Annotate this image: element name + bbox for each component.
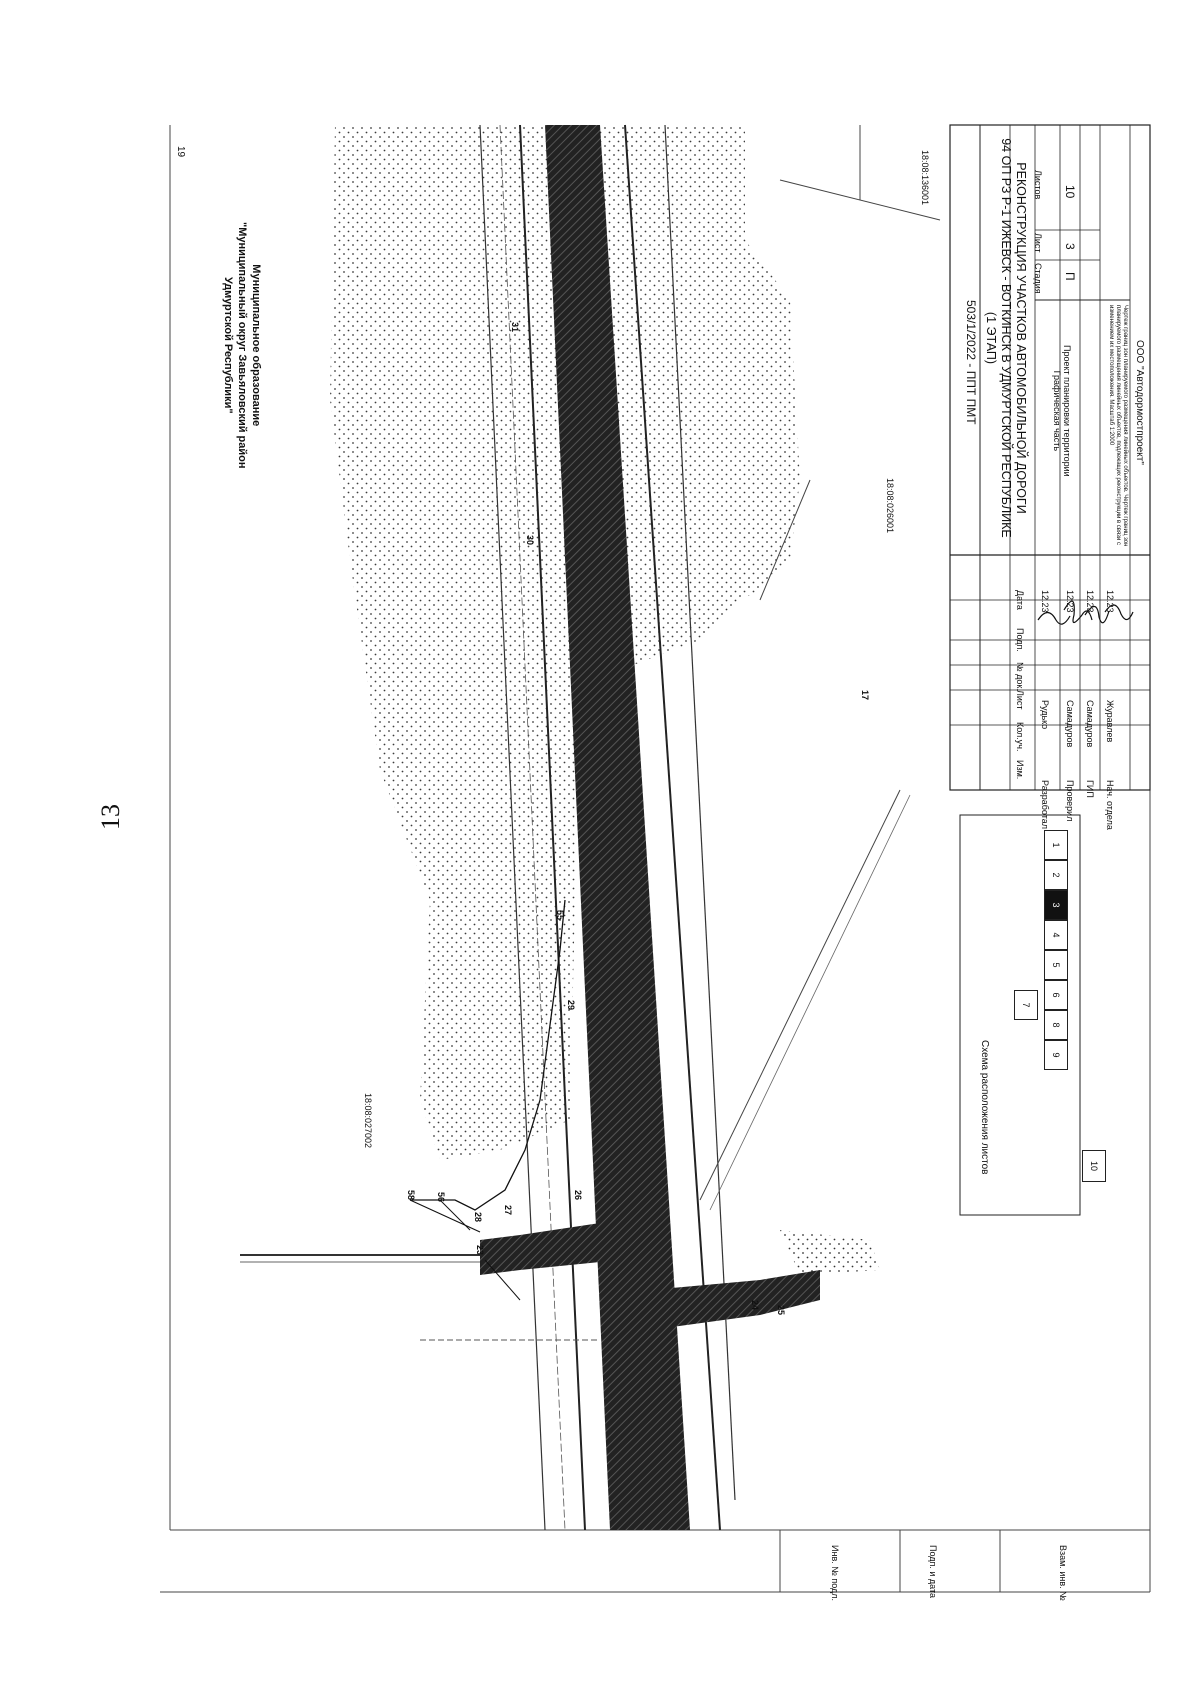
point-label: 55 xyxy=(555,910,565,921)
stamp-role: Разработал xyxy=(1040,780,1050,829)
utility-line-1 xyxy=(699,789,901,1201)
corner-boundary-2 xyxy=(779,179,941,221)
point-label: 29 xyxy=(566,1000,576,1011)
municipality-header: Муниципальное образование "Муниципальный… xyxy=(221,222,263,469)
object-title-line3: (1 ЭТАП) xyxy=(984,311,998,365)
forest-area-upper xyxy=(330,125,800,1160)
doc-subtitle: Графическая часть xyxy=(1052,370,1062,452)
object-title-line1: РЕКОНСТРУКЦИЯ УЧАСТКОВ АВТОМОБИЛЬНОЙ ДОР… xyxy=(1014,162,1028,514)
doc-title: Проект планировки территории xyxy=(1062,345,1072,477)
stamp-name: Рудько xyxy=(1040,700,1050,730)
stamp-role: Нач. отдела xyxy=(1105,780,1115,830)
binding-label: Инв. № подл. xyxy=(830,1545,840,1602)
road-zone-left xyxy=(479,124,546,1531)
scheme-grid: 1 2 3 4 5 6 8 9 7 10 xyxy=(988,830,1106,1190)
point-label: 26 xyxy=(573,1190,583,1201)
point-label: 27 xyxy=(503,1205,513,1216)
stage-label: Стадия xyxy=(1033,263,1043,294)
scheme-cell-10: 10 xyxy=(1082,1150,1106,1182)
scheme-cell-4: 4 xyxy=(1044,920,1068,950)
object-title: РЕКОНСТРУКЦИЯ УЧАСТКОВ АВТОМОБИЛЬНОЙ ДОР… xyxy=(983,133,1028,543)
stage-value: П xyxy=(1063,272,1077,281)
scheme-cell-2: 2 xyxy=(1044,860,1068,890)
planning-boundary xyxy=(410,899,566,1211)
doc-title-block: Проект планировки территории Графическая… xyxy=(1052,345,1072,477)
road-zone-outer xyxy=(499,124,566,1531)
stamp-role: Проверил xyxy=(1065,780,1075,822)
stamp-date: 12.23 xyxy=(1065,590,1075,613)
leader-56 xyxy=(439,1199,471,1231)
side-road-left xyxy=(480,1220,620,1275)
stamp-col-doc: № док. xyxy=(1015,662,1025,691)
sheets-label: Листов xyxy=(1033,170,1043,200)
signature-1 xyxy=(1037,611,1071,625)
scheme-cell-7: 7 xyxy=(1014,990,1038,1020)
stamp-date: 12.23 xyxy=(1040,590,1050,613)
stamp-date: 12.23 xyxy=(1105,590,1115,613)
scheme-cell-3-current: 3 xyxy=(1044,890,1068,920)
stamp-col-date: Дата xyxy=(1015,590,1025,610)
stamp-col-list: Лист xyxy=(1015,690,1025,710)
scheme-frame xyxy=(959,814,1081,1216)
stamp-date: 12.23 xyxy=(1085,590,1095,613)
binding-label: Взам. инв. № xyxy=(1058,1545,1068,1601)
object-title-line2: 94 ОП РЗ Р-1 ИЖЕВСК - ВОТКИНСК В УДМУРТС… xyxy=(999,138,1013,538)
road-carriageway xyxy=(545,125,690,1530)
drawing-description: Чертеж границ зон планируемого размещени… xyxy=(1108,305,1128,547)
stamp-role: ГИП xyxy=(1085,780,1095,798)
stamp-name: Журавлев xyxy=(1105,700,1115,743)
signature-3 xyxy=(1084,605,1110,624)
scheme-cell-8: 8 xyxy=(1044,1010,1068,1040)
utility-line-3 xyxy=(759,479,811,601)
scheme-cell-6: 6 xyxy=(1044,980,1068,1010)
point-label: 58 xyxy=(406,1190,416,1201)
scheme-cell-9: 9 xyxy=(1044,1040,1068,1070)
cadastral-label: 18:08:027002 xyxy=(363,1093,373,1149)
cadastral-label: 18:08:026001 xyxy=(885,478,895,534)
sheet-label: Лист xyxy=(1033,233,1043,253)
point-label: 56 xyxy=(436,1192,446,1203)
sheets-value: 10 xyxy=(1063,185,1077,199)
municipality-line2: "Муниципальный округ Завьяловский район xyxy=(236,222,248,469)
stamp-col-kol: Кол.уч. xyxy=(1015,722,1025,752)
signature-4 xyxy=(1104,604,1134,621)
stamp-name: Самадуров xyxy=(1085,700,1095,748)
point-label: 24 xyxy=(750,1300,760,1311)
scheme-cell-5: 5 xyxy=(1044,950,1068,980)
sheet-value: 3 xyxy=(1063,243,1077,250)
road-edge-left xyxy=(519,124,586,1531)
cadastral-label: 18:08:136001 xyxy=(920,150,930,206)
stamp-col-izm: Изм. xyxy=(1015,760,1025,780)
municipality-line3: Удмуртской Республики" xyxy=(222,276,234,414)
scheme-row-main: 1 2 3 4 5 6 8 9 xyxy=(1044,830,1068,1190)
stamp-name: Самадуров xyxy=(1065,700,1075,748)
company-name: ООО "Автодормостпроект" xyxy=(1134,340,1145,465)
scheme-cell-1: 1 xyxy=(1044,830,1068,860)
point-label: 28 xyxy=(473,1212,483,1223)
dotted-area-bottom xyxy=(780,1230,880,1275)
municipality-line1: Муниципальное образование xyxy=(250,264,262,427)
title-block-frame xyxy=(949,124,1151,791)
leader-58 xyxy=(409,1199,481,1233)
point-label: 30 xyxy=(525,535,535,546)
point-label: 31 xyxy=(510,322,520,333)
document-code: 503/1/2022 - ППТ ПМТ xyxy=(964,300,978,425)
point-label: 25 xyxy=(776,1305,786,1316)
side-road-right xyxy=(650,1270,820,1330)
stamp-col-sign: Подп. xyxy=(1015,628,1025,652)
sheet-corner-number: 19 xyxy=(175,146,186,158)
binding-label: Подп. и дата xyxy=(928,1545,938,1599)
road-zone-right xyxy=(664,124,736,1501)
point-label: 17 xyxy=(860,690,870,701)
leader-23 xyxy=(484,1259,521,1301)
point-label: 23 xyxy=(475,1245,485,1256)
utility-line-2 xyxy=(709,794,911,1211)
